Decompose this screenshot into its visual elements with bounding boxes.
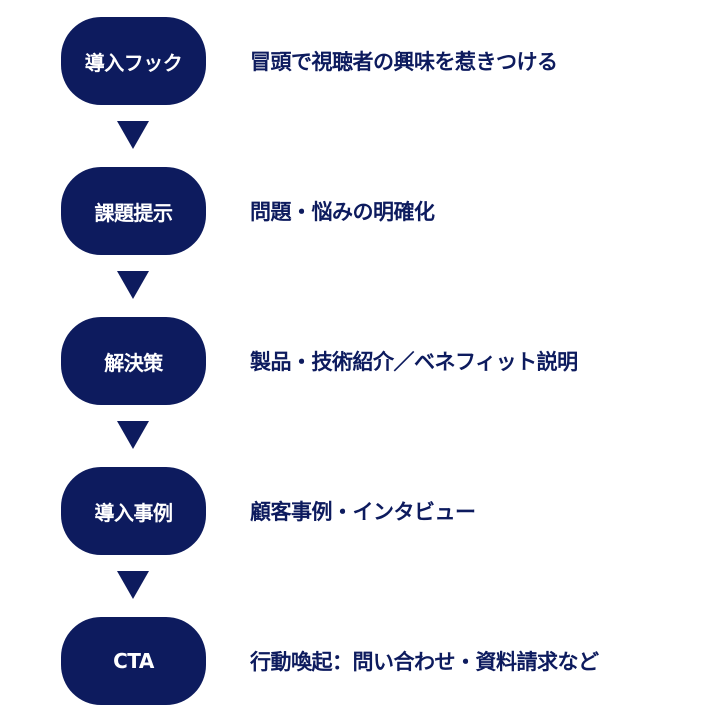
step-pill: 課題提示 <box>61 167 206 255</box>
step-label: 導入事例 <box>94 500 174 525</box>
down-arrow-icon <box>117 571 149 599</box>
step-pill: 導入事例 <box>61 467 206 555</box>
step-pill: 解決策 <box>61 317 206 405</box>
step-cta: CTA 行動喚起：問い合わせ・資料請求など <box>0 617 720 705</box>
step-label: 課題提示 <box>94 200 174 225</box>
step-case-study: 導入事例 顧客事例・インタビュー <box>0 467 720 555</box>
step-label: CTA <box>113 649 154 673</box>
down-arrow-icon <box>117 271 149 299</box>
step-pill: CTA <box>61 617 206 705</box>
down-arrow-icon <box>117 421 149 449</box>
step-solution: 解決策 製品・技術紹介／ベネフィット説明 <box>0 317 720 405</box>
step-description: 行動喚起：問い合わせ・資料請求など <box>250 650 599 674</box>
step-label: 解決策 <box>104 350 163 375</box>
step-description: 冒頭で視聴者の興味を惹きつける <box>250 50 558 74</box>
step-problem: 課題提示 問題・悩みの明確化 <box>0 167 720 255</box>
step-description: 顧客事例・インタビュー <box>250 500 476 524</box>
step-label: 導入フック <box>84 50 183 75</box>
step-description: 製品・技術紹介／ベネフィット説明 <box>250 350 578 374</box>
down-arrow-icon <box>117 121 149 149</box>
step-intro-hook: 導入フック 冒頭で視聴者の興味を惹きつける <box>0 17 720 105</box>
step-description: 問題・悩みの明確化 <box>250 200 435 224</box>
step-pill: 導入フック <box>61 17 206 105</box>
